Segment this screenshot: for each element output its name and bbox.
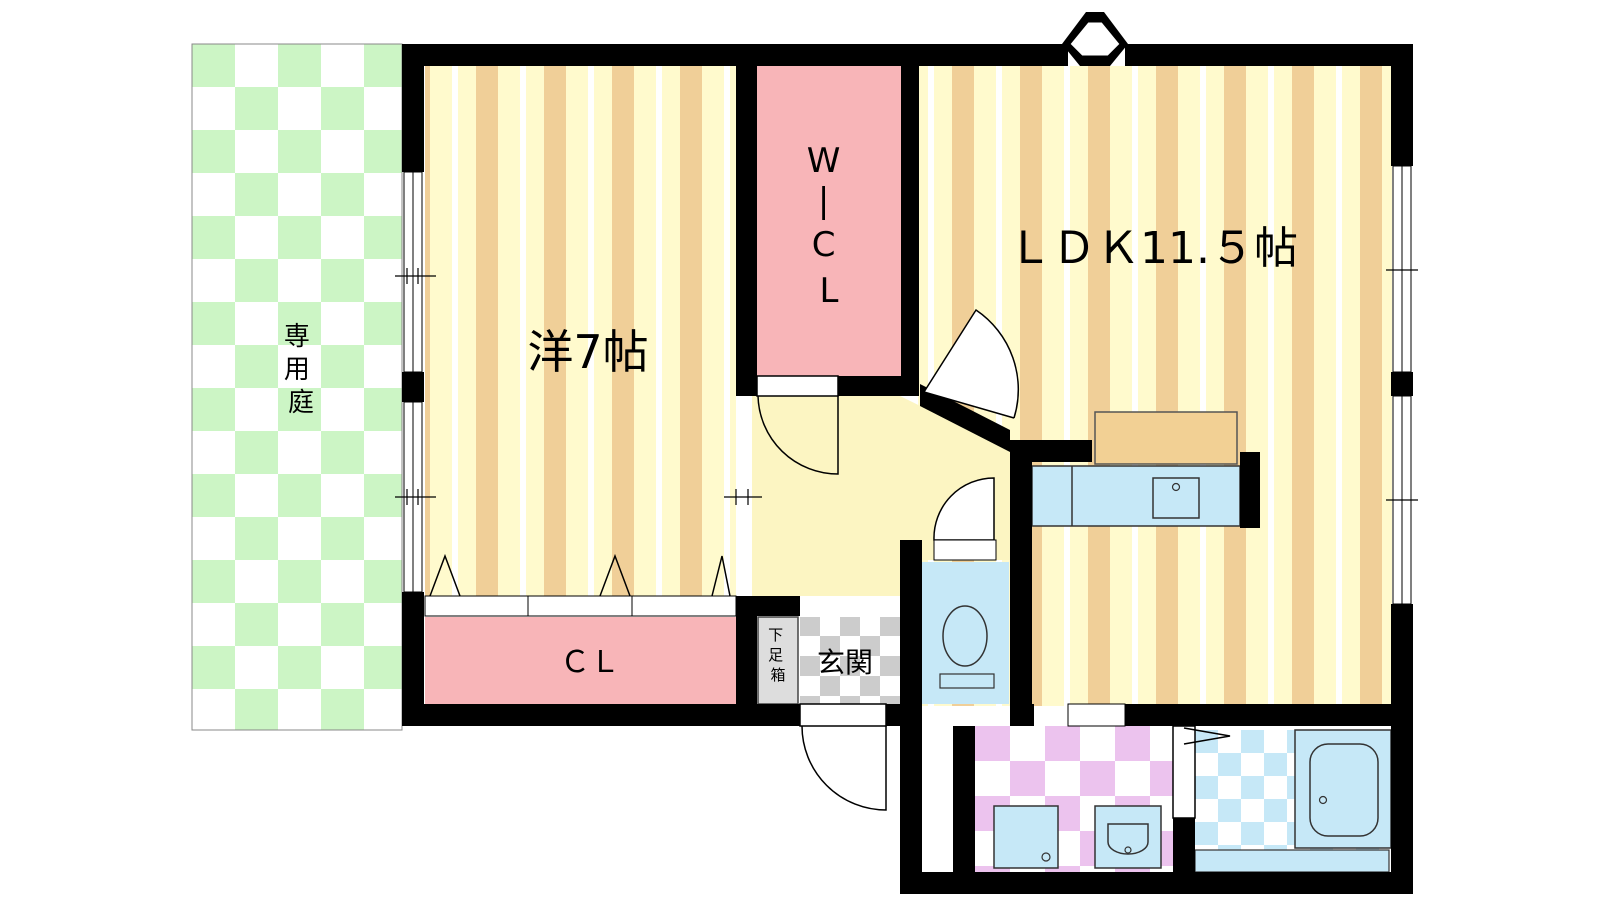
shoe-box-label-1: 下 (768, 626, 783, 644)
shoe-box (757, 616, 799, 705)
bathtub-icon (1309, 743, 1379, 837)
closet-door-swing-icon-2 (599, 553, 631, 597)
shoe-box-label-3: 箱 (770, 666, 785, 684)
door-swings (756, 308, 1231, 819)
shoe-box-label-2: 足 (768, 646, 783, 664)
bathroom-step (1194, 849, 1390, 873)
kitchen-counter-top (1094, 411, 1238, 465)
entrance-floor (800, 617, 900, 704)
hall-left-wall (736, 380, 752, 596)
shoe-box-label: 下 足 箱 (768, 626, 788, 684)
wic-label: W | C L (807, 141, 851, 311)
closet-door-swing-icon (429, 553, 461, 597)
garden-label-3: 庭 (288, 388, 314, 418)
walls (402, 44, 1413, 894)
bay-window (1062, 12, 1128, 66)
entrance-label: 玄関 (817, 646, 873, 679)
closet-door-swing-icon-3 (711, 555, 731, 597)
washing-machine-icon (993, 805, 1059, 869)
window-marks (395, 268, 1418, 505)
closet-doors (424, 595, 737, 617)
garden-label-1: 専 (284, 322, 310, 352)
bath-door-swing-icon (1183, 727, 1231, 745)
kitchen-sink-icon (1152, 477, 1200, 519)
wic-label-l: L (820, 271, 839, 311)
ldk-label: ＬＤＫ11.５帖 (1008, 223, 1298, 274)
garden-label-2: 用 (284, 355, 310, 385)
closet (425, 617, 736, 704)
western-room-label: 洋7帖 (527, 325, 648, 379)
garden-label: 専 用 庭 (284, 322, 318, 418)
entrance-door-swing-icon (801, 725, 887, 811)
toilet-door-swing-icon (933, 477, 995, 541)
western-room-floor (425, 66, 736, 596)
kitchen-counter (1031, 465, 1241, 527)
ldk-door-swing-icon (923, 308, 1020, 419)
closet-label: ＣＬ (560, 645, 620, 680)
toilet-door-frame (933, 539, 997, 561)
wic-label-bar: | (818, 181, 829, 221)
wic-door-swing-icon (757, 395, 839, 475)
private-garden (191, 43, 403, 731)
walk-in-closet (757, 66, 901, 376)
wic-label-c: C (812, 225, 836, 265)
wic-label-w: W (807, 141, 841, 181)
washbasin-icon (1107, 823, 1149, 855)
kitchen-end-wall (1240, 452, 1260, 528)
toilet-icon (942, 605, 988, 667)
toilet-tank (939, 673, 995, 689)
